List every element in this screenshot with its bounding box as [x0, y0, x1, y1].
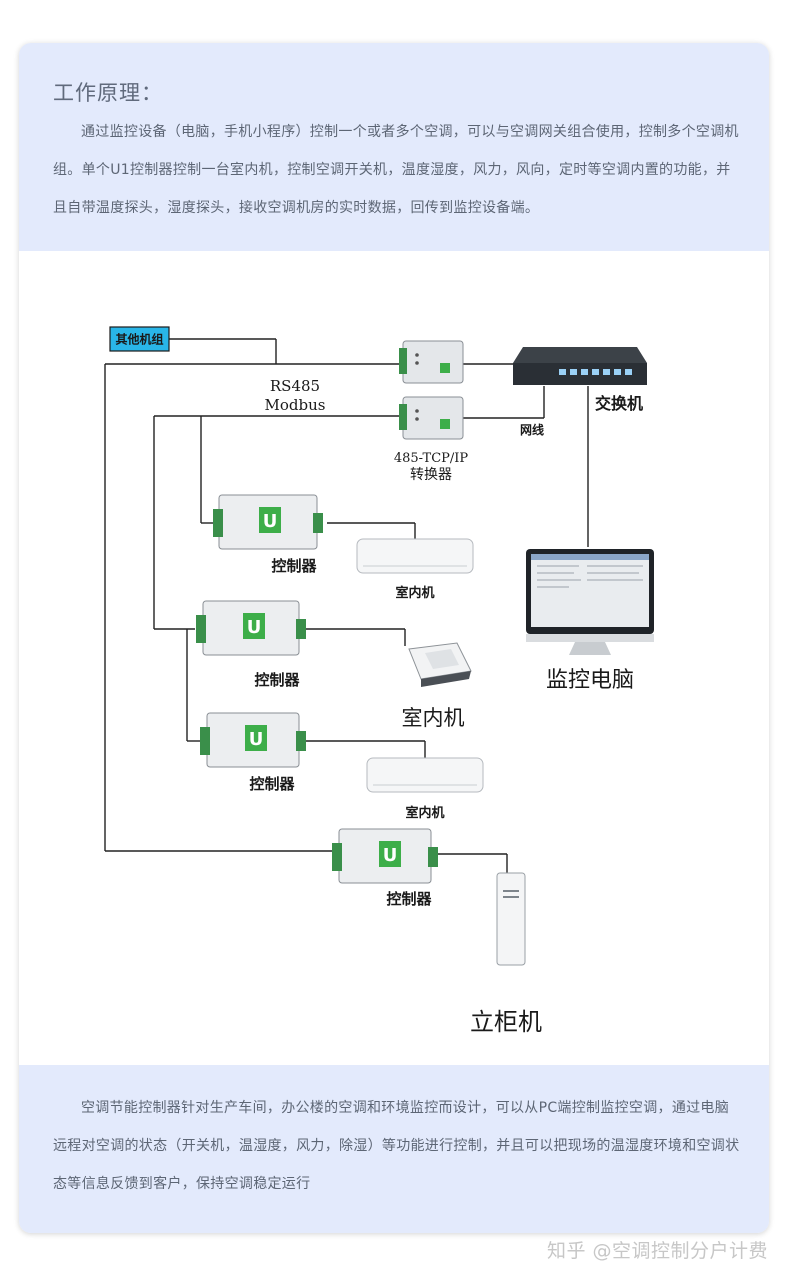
converter-label-line2: 转换器 — [410, 466, 452, 483]
intro-paragraph: 通过监控设备（电脑，手机小程序）控制一个或者多个空调，可以与空调网关组合使用，控… — [53, 124, 739, 216]
controller-label-4: 控制器 — [386, 890, 432, 908]
network-cable-label: 网线 — [520, 422, 544, 437]
indoor-unit-device-2 — [408, 642, 472, 687]
controller-label-1: 控制器 — [271, 557, 317, 575]
controller-logo-3: U — [249, 729, 264, 750]
controller-device-2: U — [196, 600, 306, 656]
controller-logo-4: U — [383, 845, 398, 866]
indoor-unit-device-1 — [356, 538, 474, 574]
indoor-unit-device-3 — [366, 757, 484, 793]
controller-device-3: U — [200, 712, 306, 768]
other-units-label: 其他机组 — [115, 332, 163, 347]
system-diagram: 其他机组 RS485 Modbus 485-TCP/IP 转换器 — [104, 326, 654, 1036]
section-title: 工作原理： — [53, 81, 163, 105]
indoor-unit-label-3: 室内机 — [405, 805, 444, 821]
monitor-pc-label: 监控电脑 — [546, 668, 634, 693]
converter-device-1 — [399, 340, 464, 384]
cabinet-ac-device — [496, 872, 526, 966]
switch-label: 交换机 — [595, 394, 643, 413]
monitor-pc-device — [526, 549, 654, 655]
rs485-label: RS485 — [270, 377, 320, 395]
intro-panel: 工作原理： 通过监控设备（电脑，手机小程序）控制一个或者多个空调，可以与空调网关… — [19, 43, 769, 251]
content-card: 工作原理： 通过监控设备（电脑，手机小程序）控制一个或者多个空调，可以与空调网关… — [19, 43, 769, 1233]
summary-paragraph: 空调节能控制器针对生产车间，办公楼的空调和环境监控而设计，可以从PC端控制监控空… — [53, 1100, 740, 1192]
controller-label-3: 控制器 — [249, 775, 295, 793]
network-switch-device — [513, 347, 647, 385]
other-units-tag: 其他机组 — [109, 326, 170, 352]
controller-device-4: U — [332, 828, 438, 884]
controller-label-2: 控制器 — [254, 671, 300, 689]
cabinet-ac-label: 立柜机 — [470, 1008, 542, 1036]
indoor-unit-label-2: 室内机 — [402, 706, 465, 730]
watermark: 知乎 @空调控制分户计费 — [546, 1240, 768, 1262]
converter-label-line1: 485-TCP/IP — [394, 451, 469, 466]
summary-panel: 空调节能控制器针对生产车间，办公楼的空调和环境监控而设计，可以从PC端控制监控空… — [19, 1065, 769, 1233]
wiring — [104, 338, 589, 873]
controller-device-1: U — [213, 494, 323, 550]
controller-logo-2: U — [247, 617, 262, 638]
indoor-unit-label-1: 室内机 — [395, 585, 434, 601]
converter-device-2 — [399, 396, 464, 440]
controller-logo-1: U — [263, 511, 278, 532]
modbus-label: Modbus — [265, 396, 326, 414]
